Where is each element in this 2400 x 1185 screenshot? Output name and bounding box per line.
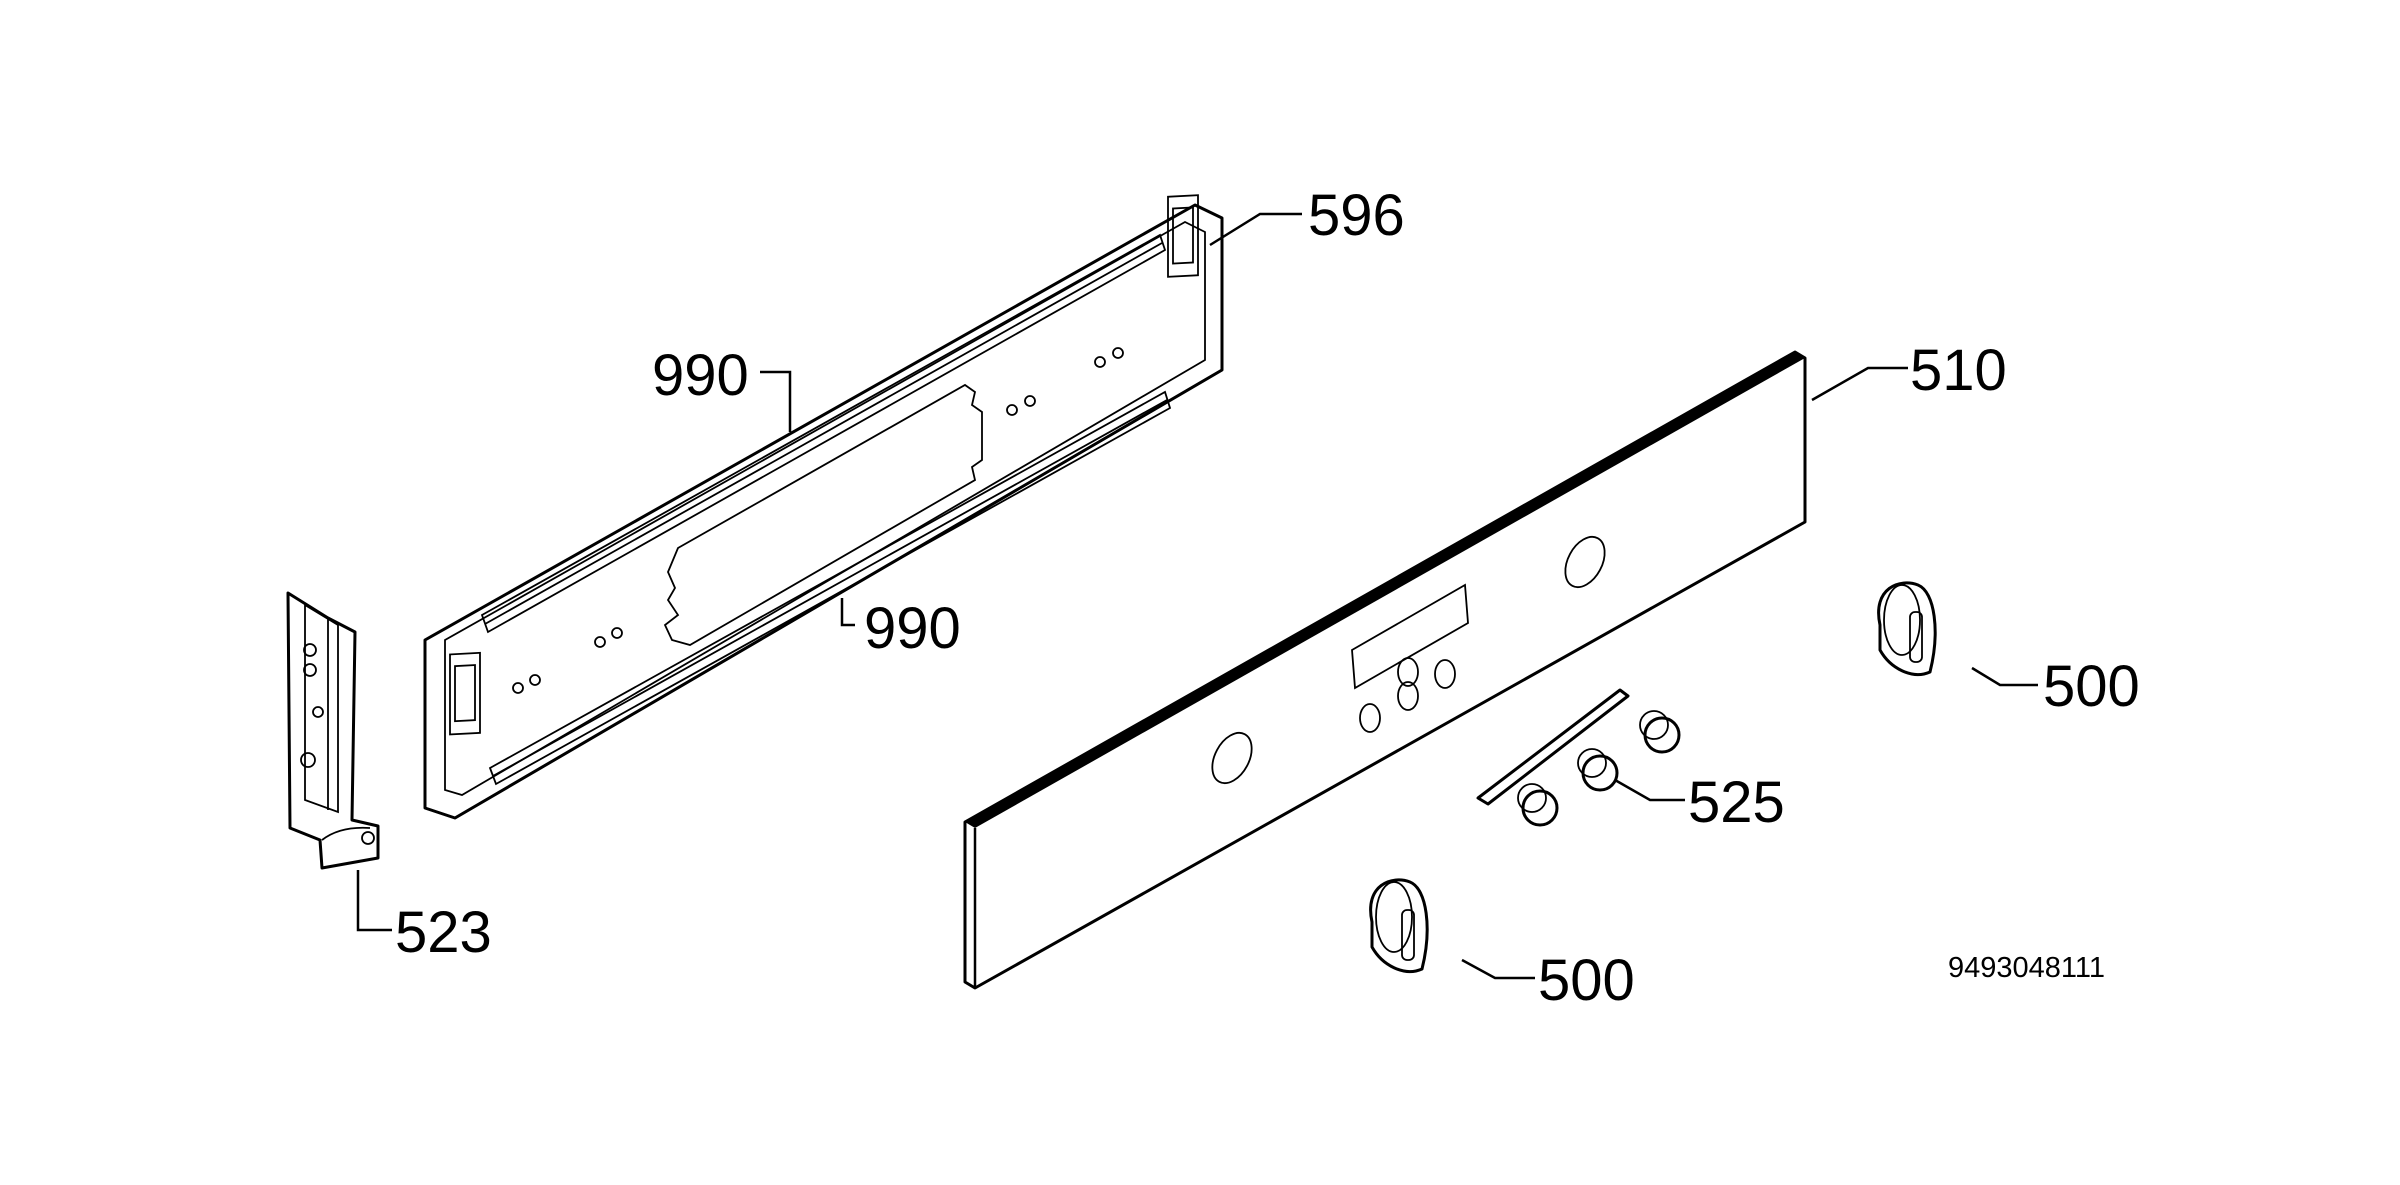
- front-panel-part: [963, 350, 1807, 990]
- callout-596: 596: [1308, 183, 1405, 248]
- callout-525: 525: [1688, 770, 1785, 835]
- panel-frame-part: [423, 194, 1224, 820]
- knob-part-right: [1877, 581, 1937, 677]
- callout-500-bottom: 500: [1538, 948, 1635, 1013]
- side-bracket-part: [286, 591, 380, 870]
- button-block-part: [1476, 688, 1681, 827]
- leader-lines: [356, 212, 2038, 980]
- callout-990-top: 990: [652, 343, 749, 408]
- document-id: 9493048111: [1948, 952, 2105, 984]
- callout-523: 523: [395, 900, 492, 965]
- callout-510: 510: [1910, 338, 2007, 403]
- knob-part-bottom: [1369, 878, 1429, 974]
- callout-990-bottom: 990: [864, 596, 961, 661]
- callout-500-right: 500: [2043, 654, 2140, 719]
